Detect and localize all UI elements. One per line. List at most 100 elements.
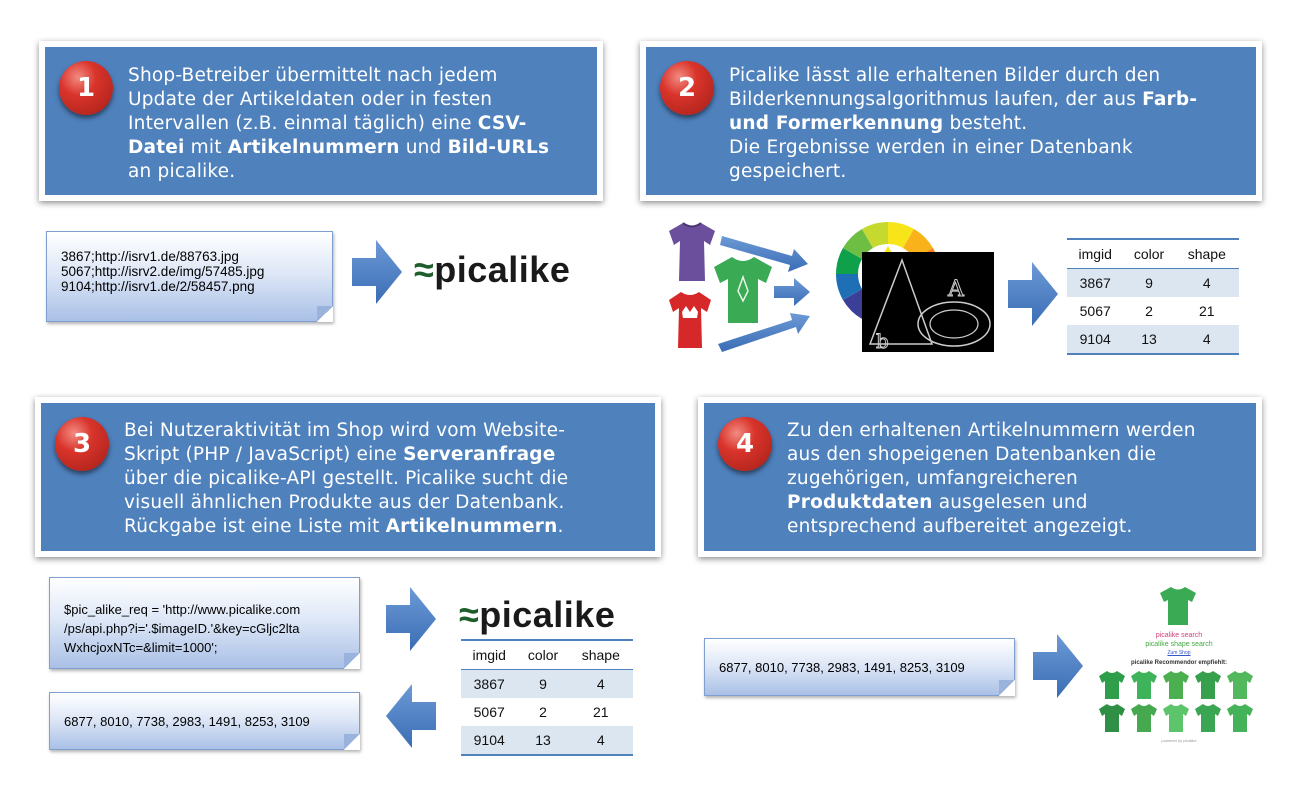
- step-text-run: ausgelesen und: [932, 492, 1088, 513]
- step-text-line: an picalike.: [128, 160, 549, 184]
- step-text-line: Update der Artikeldaten oder in festen: [128, 88, 549, 112]
- step-4-panel: 4 Zu den erhaltenen Artikelnummern werde…: [704, 403, 1256, 551]
- step-3-text: Bei Nutzeraktivität im Shop wird vom Web…: [124, 419, 568, 539]
- csv-line-2: 5067;http://isrv2.de/img/57485.jpg: [61, 264, 265, 279]
- request-line-2: /ps/api.php?i='.$imageID.'&key=cGljc2lta: [64, 621, 300, 636]
- step-text-run: besteht.: [943, 113, 1028, 134]
- step-text-run: Artikelnummern: [227, 137, 400, 158]
- shop-link[interactable]: Zum Shop: [1167, 650, 1191, 656]
- csv-note: 3867;http://isrv1.de/88763.jpg 5067;http…: [46, 231, 333, 322]
- tshirt-green-icon: [1160, 587, 1196, 625]
- result-list-note: 6877, 8010, 7738, 2983, 1491, 8253, 3109: [49, 692, 360, 750]
- picalike-logo-2: ≈picalike: [459, 594, 615, 636]
- result-list-note-2: 6877, 8010, 7738, 2983, 1491, 8253, 3109: [704, 638, 1015, 696]
- step-text-run: Rückgabe ist eine Liste mit: [124, 516, 386, 537]
- tshirt-purple-icon: [669, 222, 715, 281]
- cell: 5067: [1079, 303, 1111, 319]
- step-text-run: Picalike lässt alle erhaltenen Bilder du…: [729, 65, 1161, 86]
- recommended-tshirt-icon[interactable]: [1194, 670, 1222, 700]
- result-list-text-2: 6877, 8010, 7738, 2983, 1491, 8253, 3109: [719, 660, 965, 675]
- step-4-number: 4: [718, 417, 772, 471]
- picalike-shape-search-link[interactable]: picalike shape search: [1145, 641, 1213, 648]
- step-text-run: Intervallen (z.B. einmal täglich) eine: [128, 113, 478, 134]
- step-text-line: Rückgabe ist eine Liste mit Artikelnumme…: [124, 515, 568, 539]
- step-3-box: 3 Bei Nutzeraktivität im Shop wird vom W…: [35, 397, 661, 557]
- col-shape: shape: [1174, 239, 1239, 269]
- cell: 2: [539, 704, 547, 720]
- step-4-text: Zu den erhaltenen Artikelnummern werden a…: [787, 419, 1196, 539]
- step-text-run: Die Ergebnisse werden in einer Datenbank: [729, 137, 1133, 158]
- arrow-right-icon-2: [1008, 262, 1058, 326]
- step-text-run: an picalike.: [128, 161, 236, 182]
- cell: 5067: [473, 704, 505, 720]
- recommended-tshirt-icon[interactable]: [1162, 670, 1190, 700]
- arrow-right-icon-3: [386, 587, 436, 651]
- recommended-tshirt-icon[interactable]: [1098, 670, 1126, 700]
- step-text-run: Farb-: [1142, 89, 1198, 110]
- step-text-run: zugehörigen, umfangreicheren: [787, 468, 1078, 489]
- step-2-number: 2: [660, 61, 714, 115]
- cell: 13: [517, 726, 569, 755]
- col-color: color: [517, 640, 569, 670]
- table-row: 5067 2 21: [461, 698, 633, 726]
- picalike-search-link[interactable]: picalike search: [1155, 632, 1203, 639]
- step-text-run: CSV-: [477, 113, 527, 134]
- col-shape: shape: [568, 640, 633, 670]
- step-text-line: Shop-Betreiber übermittelt nach jedem: [128, 64, 549, 88]
- recommended-tshirt-icon[interactable]: [1162, 703, 1190, 733]
- step-text-line: Intervallen (z.B. einmal täglich) eine C…: [128, 112, 549, 136]
- step-text-run: Serveranfrage: [403, 444, 556, 465]
- picalike-logo: ≈picalike: [414, 249, 570, 291]
- arrow-left-icon: [386, 684, 436, 748]
- step-text-run: Zu den erhaltenen Artikelnummern werden: [787, 420, 1196, 441]
- cell: 21: [1199, 303, 1215, 319]
- col-imgid: imgid: [1067, 239, 1124, 269]
- cell: 4: [568, 669, 633, 698]
- step-text-run: Bild-URLs: [447, 137, 550, 158]
- step-text-run: über die picalike-API gestellt. Picalike…: [124, 468, 569, 489]
- step-text-line: Bilderkennungsalgorithmus laufen, der au…: [729, 88, 1197, 112]
- step-text-line: gespeichert.: [729, 160, 1197, 184]
- tshirt-green-icon: [714, 257, 772, 323]
- step-text-run: gespeichert.: [729, 161, 847, 182]
- recommended-tshirt-icon[interactable]: [1130, 703, 1158, 733]
- logo-wave-icon: ≈: [414, 249, 435, 290]
- step-text-line: Bei Nutzeraktivität im Shop wird vom Web…: [124, 419, 568, 443]
- recommended-tshirt-icon[interactable]: [1098, 703, 1126, 733]
- note-fold: [317, 306, 333, 322]
- step-text-run: mit: [184, 137, 228, 158]
- recommended-tshirt-icon[interactable]: [1226, 703, 1254, 733]
- step-text-run: visuell ähnlichen Produkte aus der Daten…: [124, 492, 565, 513]
- arrow-right-icon: [352, 240, 402, 304]
- step-text-run: entsprechend aufbereitet angezeigt.: [787, 516, 1133, 537]
- step-2-panel: 2 Picalike lässt alle erhaltenen Bilder …: [646, 47, 1256, 195]
- request-line-3: WxhcjoxNTc=&limit=1000';: [64, 640, 218, 655]
- step-text-run: Produktdaten: [787, 492, 933, 513]
- request-note: $pic_alike_req = 'http://www.picalike.co…: [49, 577, 360, 669]
- step-text-run: und: [399, 137, 448, 158]
- step-text-run: Artikelnummern: [385, 516, 558, 537]
- recommended-tshirt-icon[interactable]: [1226, 670, 1254, 700]
- step-text-run: .: [557, 516, 564, 537]
- step-text-line: Picalike lässt alle erhaltenen Bilder du…: [729, 64, 1197, 88]
- step-text-run: Shop-Betreiber übermittelt nach jedem: [128, 65, 498, 86]
- cell: 21: [593, 704, 609, 720]
- cell: 4: [1174, 268, 1239, 297]
- recommended-tshirt-icon[interactable]: [1130, 670, 1158, 700]
- tshirt-red-icon: [669, 292, 711, 348]
- recommended-tshirt-icon[interactable]: [1194, 703, 1222, 733]
- cell: 4: [568, 726, 633, 755]
- cell: 9: [1123, 268, 1175, 297]
- powered-by-text: powered by picalike: [1161, 738, 1197, 743]
- step-1-number: 1: [59, 61, 113, 115]
- cell: 9104: [461, 726, 518, 755]
- step-text-line: und Formerkennung besteht.: [729, 112, 1197, 136]
